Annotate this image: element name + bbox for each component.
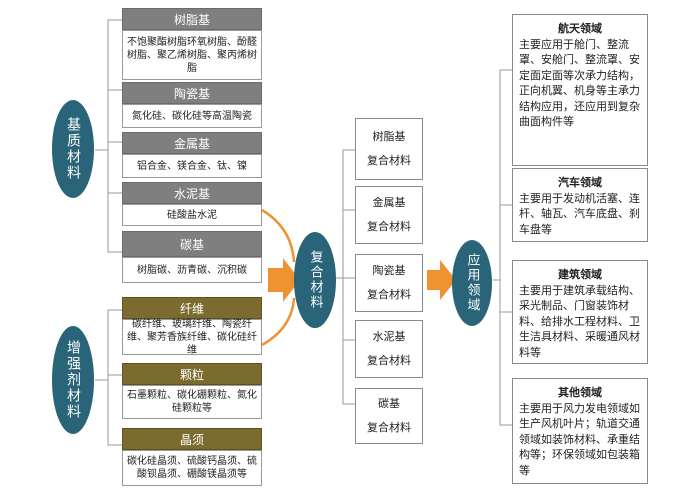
application-field-construction: 建筑领域 主要用于建筑承载结构、采光制品、门窗装饰材料、给排水工程材料、卫生洁具… — [512, 260, 648, 364]
composite-item-ceramic: 陶瓷基 复合材料 — [355, 254, 423, 312]
matrix-group-resin-desc: 不饱聚酯树脂环氧树脂、酚醛树脂、聚乙烯树脂、聚丙烯树脂 — [122, 30, 262, 80]
reinforcement-label-ellipse: 增强剂材料 — [52, 326, 94, 434]
matrix-label-ellipse: 基质材料 — [52, 100, 94, 198]
reinforcement-group-whisker-desc: 碳化硅晶须、硫酸钙晶须、硫酸钡晶须、硼酸镁晶须等 — [122, 450, 262, 486]
application-field-other: 其他领域 主要用于风力发电领域如生产风机叶片；轨道交通领域如装饰材料、承重结构等… — [512, 378, 648, 484]
matrix-group-cement-header: 水泥基 — [122, 182, 262, 204]
orange-curve-bottom — [261, 297, 296, 347]
composite-item-metal: 金属基 复合材料 — [355, 186, 423, 244]
composite-label: 复合材料 — [307, 250, 323, 310]
reinforcement-group-particle-header: 颗粒 — [122, 363, 262, 385]
matrix-group-carbon-header: 碳基 — [122, 231, 262, 257]
matrix-group-cement-desc: 硅酸盐水泥 — [122, 204, 262, 226]
reinforcement-label: 增强剂材料 — [65, 340, 81, 420]
reinforcement-group-fiber-header: 纤维 — [122, 297, 262, 319]
matrix-group-resin-header: 树脂基 — [122, 8, 262, 30]
matrix-group-ceramic-header: 陶瓷基 — [122, 82, 262, 104]
arrow-to-application — [427, 260, 456, 300]
matrix-group-ceramic-desc: 氮化硅、碳化硅等高温陶瓷 — [122, 104, 262, 128]
reinforcement-group-particle-desc: 石墨颗粒、碳化硼颗粒、氮化硅颗粒等 — [122, 385, 262, 419]
matrix-group-carbon-desc: 树脂碳、沥青碳、沉积碳 — [122, 257, 262, 283]
reinforcement-group-whisker-header: 晶须 — [122, 428, 262, 450]
matrix-group-metal-desc: 铝合金、镁合金、钛、镍 — [122, 154, 262, 178]
arrow-to-composite — [268, 258, 300, 302]
reinforcement-group-fiber-desc: 碳纤维、玻璃纤维、陶瓷纤维、聚芳香族纤维、碳化硅纤维 — [122, 319, 262, 356]
composite-item-cement: 水泥基 复合材料 — [355, 320, 423, 378]
matrix-label: 基质材料 — [65, 117, 81, 181]
composite-label-ellipse: 复合材料 — [294, 232, 336, 328]
application-field-automotive: 汽车领域 主要用于发动机活塞、连杆、轴瓦、汽车底盘、刹车盘等 — [512, 168, 648, 242]
application-label-ellipse: 应用领域 — [452, 240, 492, 326]
orange-curve-top — [261, 208, 296, 263]
composite-item-carbon: 碳基 复合材料 — [355, 388, 423, 444]
composite-item-resin: 树脂基 复合材料 — [355, 118, 423, 180]
application-label: 应用领域 — [464, 253, 480, 313]
application-field-aerospace: 航天领域 主要应用于舱门、整流罩、安舱门、整流罩、安定面定面等次承力结构，正向机… — [512, 14, 648, 166]
matrix-group-metal-header: 金属基 — [122, 132, 262, 154]
